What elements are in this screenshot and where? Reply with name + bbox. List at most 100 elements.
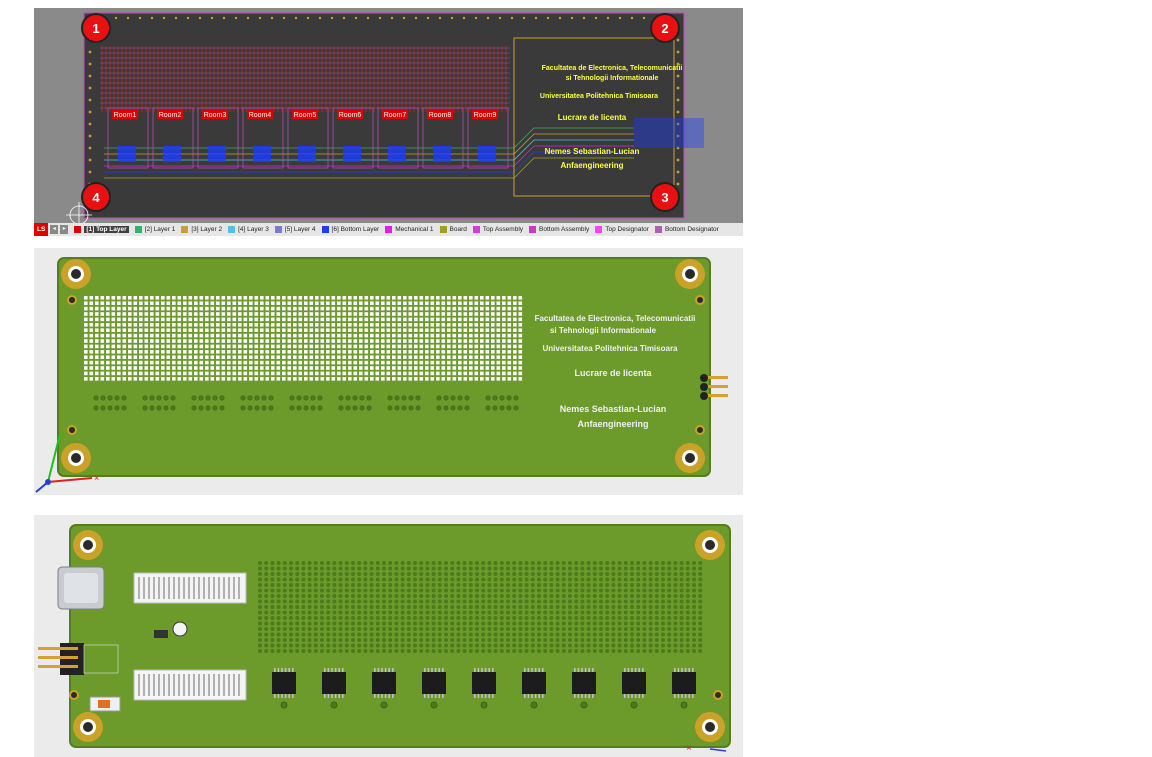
silk-brand: Anfaengineering xyxy=(577,419,648,429)
layer-tab-8[interactable]: Board xyxy=(439,226,467,233)
driver-ic xyxy=(372,668,396,709)
layer-tab-label: [3] Layer 2 xyxy=(191,226,223,233)
room-8[interactable]: Room8 xyxy=(422,107,464,169)
silk-faculty-line2: si Tehnologii Informationale xyxy=(550,326,657,335)
room-2[interactable]: Room2 xyxy=(152,107,194,169)
driver-ic xyxy=(272,668,296,709)
layer-set-button[interactable]: LS xyxy=(34,223,49,236)
corner-marker-1: 1 xyxy=(81,13,111,43)
layer-tab-3[interactable]: [3] Layer 2 xyxy=(181,226,222,233)
push-button xyxy=(89,696,121,712)
svg-text:3: 3 xyxy=(661,190,668,205)
layer-tab-label: Top Designator xyxy=(605,226,649,233)
pcb-3d-top-canvas[interactable]: × xyxy=(34,515,743,757)
layer-tab-11[interactable]: Top Designator xyxy=(595,226,649,233)
layer-tab-9[interactable]: Top Assembly xyxy=(472,226,524,233)
svg-text:4: 4 xyxy=(92,190,100,205)
driver-ic xyxy=(472,668,496,709)
layer-tab-2[interactable]: [2] Layer 1 xyxy=(134,226,176,233)
layer-color-swatch xyxy=(321,226,329,233)
axis-gizmo-icon: × xyxy=(35,433,99,493)
driver-ic xyxy=(622,668,646,709)
layer-color-swatch xyxy=(274,226,282,233)
layer-tab-12[interactable]: Bottom Designator xyxy=(654,226,719,233)
room-1[interactable]: Room1 xyxy=(107,107,149,169)
side-pin-header xyxy=(38,643,119,675)
layer-tab-6[interactable]: [6] Bottom Layer xyxy=(321,226,380,233)
room-6[interactable]: Room6 xyxy=(332,107,374,169)
mounting-hole xyxy=(695,530,725,560)
room-4[interactable]: Room4 xyxy=(242,107,284,169)
room-label: Room9 xyxy=(474,112,497,119)
room-label: Room4 xyxy=(249,112,272,119)
layer-tab-label: [5] Layer 4 xyxy=(284,226,316,233)
layer-color-swatch xyxy=(654,226,662,233)
silk-brand: Anfaengineering xyxy=(560,161,623,170)
room-label: Room6 xyxy=(339,112,362,119)
silk-faculty-line1: Facultatea de Electronica, Telecomunicat… xyxy=(535,314,696,323)
svg-text:1: 1 xyxy=(92,21,99,36)
layer-color-swatch xyxy=(134,226,142,233)
silk-university: Universitatea Politehnica Timisoara xyxy=(542,344,678,353)
pcb-3d-bottom-canvas[interactable]: Facultatea de Electronica, Telecomunicat… xyxy=(34,248,743,495)
header-pins xyxy=(700,374,728,400)
pcb-3d-bottom-view[interactable]: Facultatea de Electronica, Telecomunicat… xyxy=(34,248,743,495)
pcb-3d-top-view[interactable]: × xyxy=(34,515,743,757)
room-label: Room3 xyxy=(204,112,227,119)
layer-next-icon[interactable]: ▸ xyxy=(60,225,69,234)
silk-faculty-line1: Facultatea de Electronica, Telecomunicat… xyxy=(542,65,683,72)
silk-author: Nemes Sebastian-Lucian xyxy=(560,404,667,414)
mounting-hole xyxy=(675,259,705,289)
svg-text:2: 2 xyxy=(661,21,668,36)
layer-tab-label: Bottom Designator xyxy=(664,226,719,233)
corner-marker-4: 4 xyxy=(81,182,111,212)
room-9[interactable]: Room9 xyxy=(467,107,509,169)
layer-tab-4[interactable]: [4] Layer 3 xyxy=(228,226,269,233)
layer-color-swatch xyxy=(595,226,603,233)
driver-ic xyxy=(322,668,346,709)
layer-color-swatch xyxy=(439,226,447,233)
silk-university: Universitatea Politehnica Timisoara xyxy=(540,93,658,100)
usb-c-connector xyxy=(57,566,105,610)
layer-color-swatch xyxy=(74,226,82,233)
silk-thesis: Lucrare de licenta xyxy=(574,368,652,378)
mounting-hole xyxy=(61,259,91,289)
layer-tab-7[interactable]: Mechanical 1 xyxy=(385,226,434,233)
room-7[interactable]: Room7 xyxy=(377,107,419,169)
layer-prev-icon[interactable]: ◂ xyxy=(50,225,59,234)
layer-tab-label: [1] Top Layer xyxy=(84,226,129,233)
corner-marker-2: 2 xyxy=(650,13,680,43)
layer-tab-label: Mechanical 1 xyxy=(395,226,434,233)
layer-tab-label: [2] Layer 1 xyxy=(144,226,176,233)
connector-region xyxy=(513,37,675,197)
room-label: Room8 xyxy=(429,112,452,119)
silk-thesis: Lucrare de licenta xyxy=(558,113,627,122)
room-5[interactable]: Room5 xyxy=(287,107,329,169)
layer-tab-label: [4] Layer 3 xyxy=(238,226,269,233)
layer-tab-10[interactable]: Bottom Assembly xyxy=(529,226,589,233)
driver-ic xyxy=(422,668,446,709)
layer-tab-label: Bottom Assembly xyxy=(539,226,590,233)
driver-ic xyxy=(672,668,696,709)
mounting-hole xyxy=(675,443,705,473)
svg-text:×: × xyxy=(94,473,99,483)
layer-tab-label: Top Assembly xyxy=(482,226,524,233)
layer-color-swatch xyxy=(529,226,537,233)
silk-author: Nemes Sebastian-Lucian xyxy=(545,147,640,156)
layer-tab-label: Board xyxy=(449,226,467,233)
usb-footprint xyxy=(634,118,704,148)
layer-tab-label: [6] Bottom Layer xyxy=(331,226,380,233)
layer-tab-1[interactable]: [1] Top Layer xyxy=(74,226,129,233)
origin-crosshair-icon xyxy=(66,202,92,223)
room-3[interactable]: Room3 xyxy=(197,107,239,169)
layer-tab-5[interactable]: [5] Layer 4 xyxy=(274,226,316,233)
mounting-hole xyxy=(73,530,103,560)
mounting-hole xyxy=(73,712,103,742)
silk-faculty-line2: si Tehnologii Informationale xyxy=(566,75,659,82)
svg-text:×: × xyxy=(686,743,692,754)
room-label: Room5 xyxy=(294,112,317,119)
driver-ic xyxy=(522,668,546,709)
layer-color-swatch xyxy=(385,226,393,233)
